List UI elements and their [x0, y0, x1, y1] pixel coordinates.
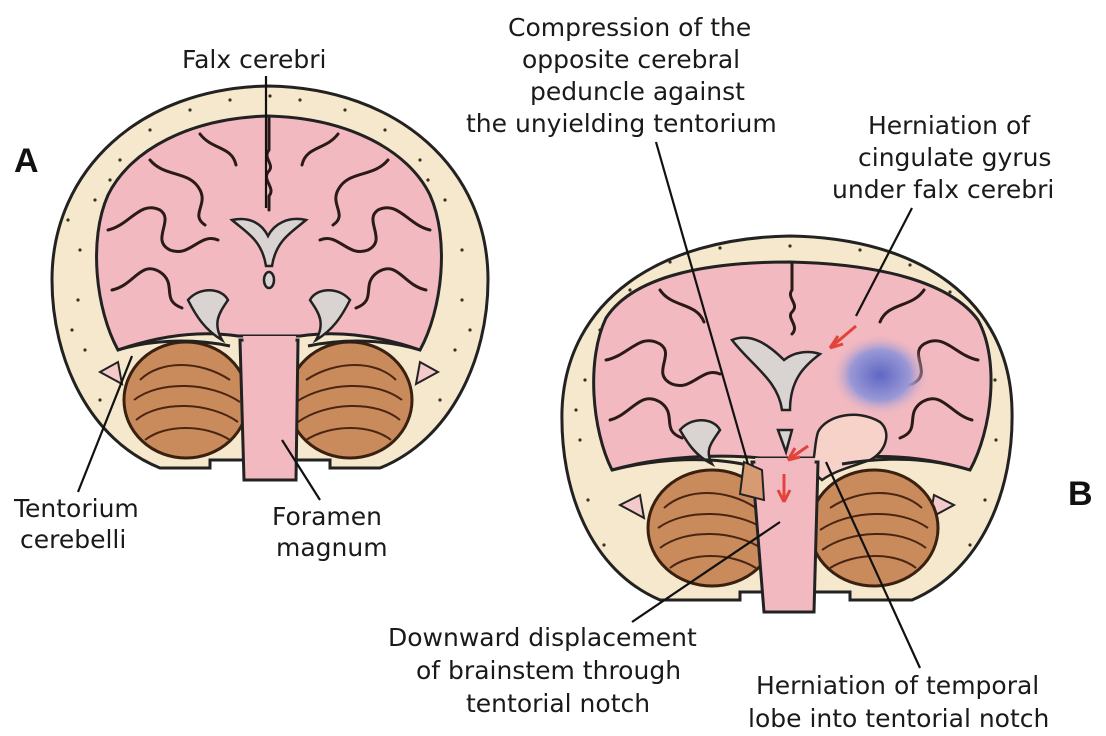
label-compression-line4: the unyielding tentorium — [466, 109, 777, 138]
label-downward-line2: of brainstem through — [416, 656, 681, 685]
panel-b-letter: B — [1068, 475, 1093, 513]
label-cingulate-line2: cingulate gyrus — [858, 143, 1051, 172]
label-foramen-line2: magnum — [276, 533, 388, 562]
brainstem-cover-b — [755, 458, 815, 468]
label-compression-line3: peduncle against — [530, 77, 745, 106]
brainstem-a — [240, 340, 298, 480]
panel-a-letter: A — [14, 142, 39, 180]
panel-b: B — [388, 13, 1093, 733]
panel-a: A — [13, 45, 488, 562]
label-cingulate-line3: under falx cerebri — [832, 175, 1054, 204]
third-ventricle-a — [264, 272, 274, 288]
label-tentorium-line1: Tentorium — [13, 494, 139, 523]
mass-lesion — [830, 333, 930, 417]
label-compression-line1: Compression of the — [508, 13, 751, 42]
brainstem-cover-a — [243, 336, 296, 344]
label-temporal-line1: Herniation of temporal — [756, 671, 1039, 700]
label-cingulate-line1: Herniation of — [868, 111, 1031, 140]
label-downward-line3: tentorial notch — [466, 689, 650, 718]
label-foramen-line1: Foramen — [272, 502, 382, 531]
label-tentorium-line2: cerebelli — [20, 525, 126, 554]
label-compression-line2: opposite cerebral — [522, 45, 740, 74]
label-falx-cerebri: Falx cerebri — [182, 45, 326, 74]
label-temporal-line2: lobe into tentorial notch — [748, 704, 1049, 733]
label-downward-line1: Downward displacement — [388, 623, 697, 652]
